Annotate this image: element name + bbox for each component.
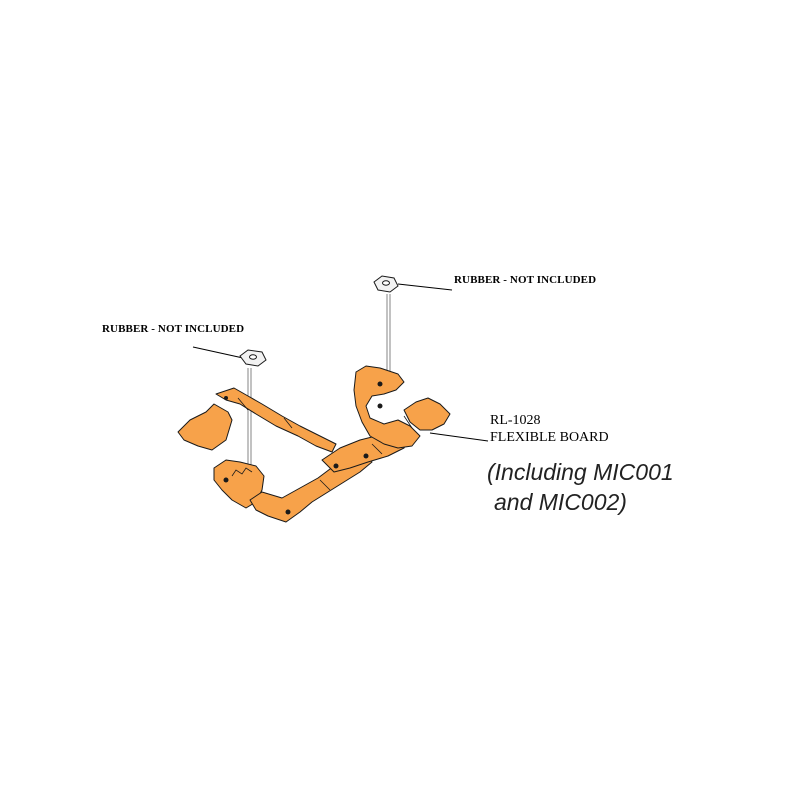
leader-line-rubber-left (192, 346, 244, 359)
board-hole-1 (223, 477, 229, 483)
part-name: FLEXIBLE BOARD (490, 430, 609, 445)
label-rubber-left: RUBBER - NOT INCLUDED (102, 323, 245, 335)
board-left-strip (215, 387, 337, 453)
board-right-arm (353, 365, 421, 449)
rubber-right-hole (382, 280, 390, 286)
label-flexible-board: RL-1028 FLEXIBLE BOARD (490, 412, 609, 446)
left-connector-pins (231, 467, 253, 477)
rubber-left (239, 349, 267, 367)
rubber-left-hole (249, 354, 257, 360)
board-left-tab (177, 403, 233, 451)
board-hole-5 (377, 381, 383, 387)
note-line-2: and MIC002) (494, 489, 627, 515)
leader-lines (192, 283, 489, 442)
board-hole-6 (377, 403, 383, 409)
rubber-right (373, 275, 399, 293)
leader-line-flexible-board (429, 432, 489, 442)
board-hole-3 (333, 463, 339, 469)
note-line-1: (Including MIC001 (487, 459, 674, 485)
board-hole-2 (285, 509, 291, 515)
fold-line-1 (237, 397, 249, 411)
board-right-tab (403, 397, 451, 431)
fold-line-5 (403, 415, 413, 429)
fold-line-2 (283, 417, 293, 429)
board-holes (223, 381, 383, 515)
flexible-board (177, 365, 451, 523)
board-hole-7 (224, 396, 228, 400)
leader-line-rubber-right (397, 283, 453, 291)
fold-line-4 (371, 443, 383, 455)
label-mic-note: (Including MIC001 and MIC002) (487, 457, 674, 517)
part-number: RL-1028 (490, 413, 541, 428)
board-hole-4 (363, 453, 369, 459)
assembly-guide-lines (247, 294, 391, 470)
label-rubber-right: RUBBER - NOT INCLUDED (454, 274, 597, 286)
board-details (231, 397, 413, 491)
fold-line-3 (319, 479, 331, 491)
